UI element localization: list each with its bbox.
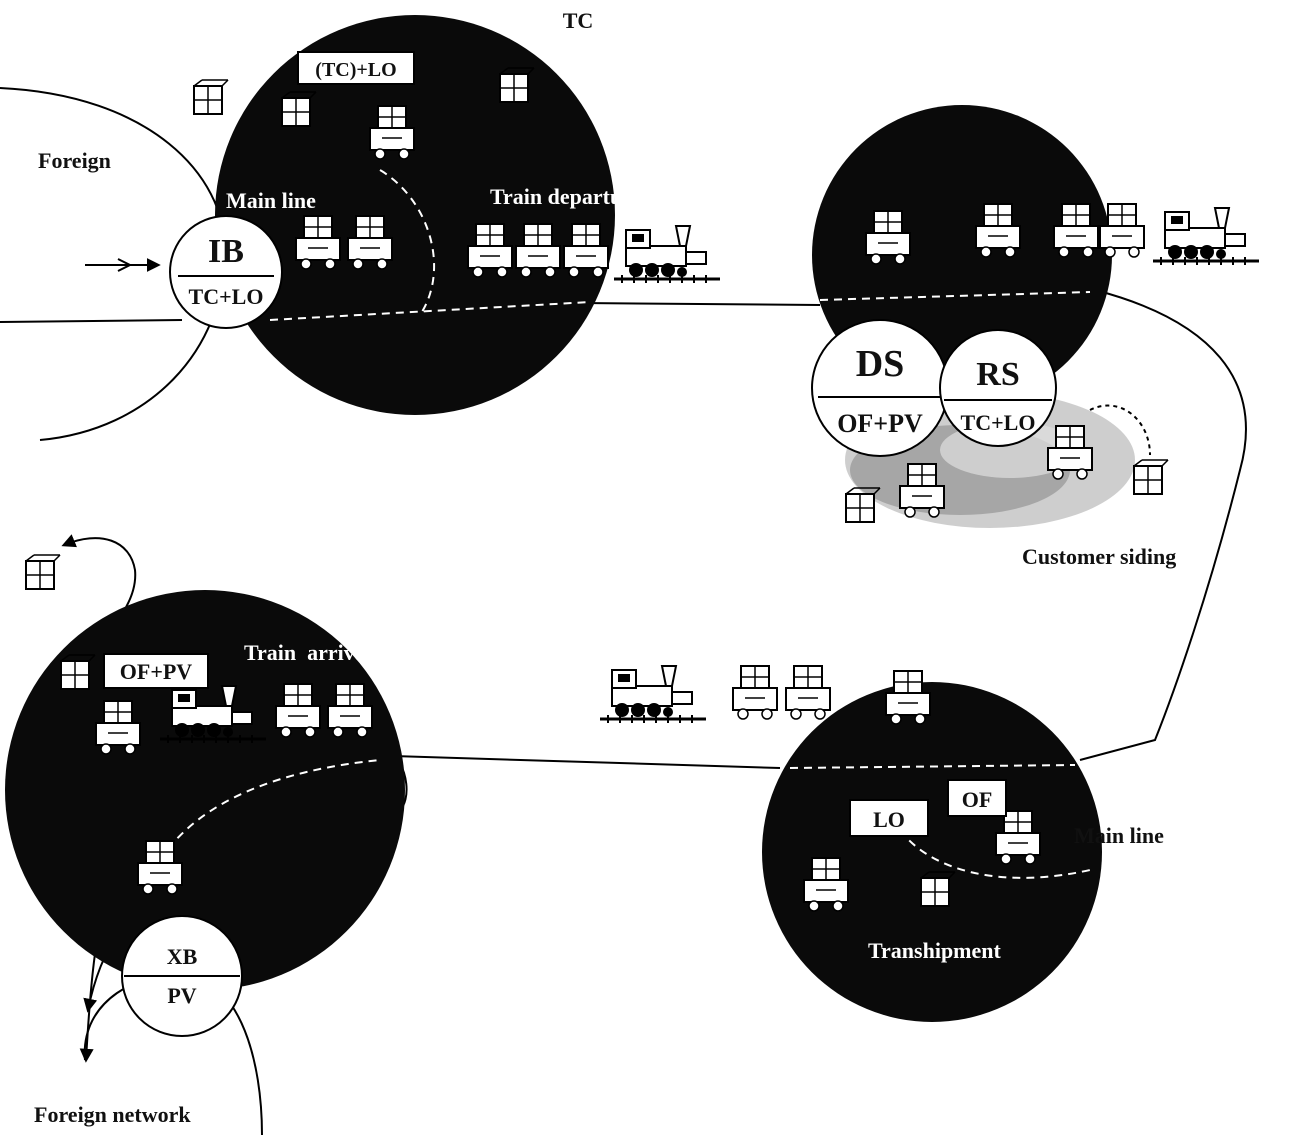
label-main-line-top: Main line — [226, 188, 316, 213]
tag-lo: LO — [849, 799, 929, 837]
node-xb-bottom: PV — [167, 983, 196, 1008]
tag-of-pv: OF+PV — [103, 653, 209, 689]
hub-transhipment-circle — [762, 682, 1102, 1022]
node-ib-bottom: TC+LO — [189, 284, 264, 309]
tag-of-text: OF — [962, 787, 993, 812]
node-rs: RS TC+LO — [939, 329, 1057, 447]
node-xb: XB PV — [121, 915, 243, 1037]
label-customer-siding: Customer siding — [1022, 544, 1176, 569]
label-train-departure: Train departure — [490, 184, 642, 209]
node-rs-bottom: TC+LO — [961, 410, 1036, 435]
tag-tc-lo-text: (TC)+LO — [315, 59, 396, 81]
node-ds: DS OF+PV — [811, 319, 949, 457]
node-ib-top: IB — [208, 233, 244, 270]
tag-of-pv-text: OF+PV — [120, 659, 193, 684]
node-ib: IB TC+LO — [169, 215, 283, 329]
node-ds-top: DS — [856, 343, 905, 385]
track-dashes — [159, 169, 1091, 879]
loose-crate-left — [25, 554, 61, 590]
tag-lo-text: LO — [873, 807, 905, 832]
label-tc-top: TC — [563, 8, 594, 33]
label-foreign-network: Foreign network — [34, 1102, 191, 1127]
incoming-arrow — [85, 258, 161, 272]
hub-tc-circle — [215, 15, 615, 415]
node-ds-bottom: OF+PV — [837, 409, 923, 438]
customer-siding-line-right — [1079, 289, 1247, 761]
label-transhipment: Transhipment — [868, 938, 1002, 963]
label-train-arrival: Train arrival — [244, 640, 372, 665]
crate-transfer-curve — [1089, 404, 1151, 456]
node-rs-top: RS — [976, 356, 1019, 393]
main-line-bottom — [359, 754, 781, 769]
label-foreign: Foreign — [38, 148, 111, 173]
network-lines — [0, 87, 1247, 1135]
main-line-top-to-ds — [579, 302, 821, 306]
tag-of: OF — [947, 779, 1007, 817]
loose-crate-top-left — [193, 79, 229, 115]
incoming-main-line — [0, 319, 183, 323]
tag-tc-lo: (TC)+LO — [297, 51, 415, 85]
node-xb-top: XB — [167, 944, 198, 969]
label-main-line-right: Main line — [1074, 823, 1164, 848]
